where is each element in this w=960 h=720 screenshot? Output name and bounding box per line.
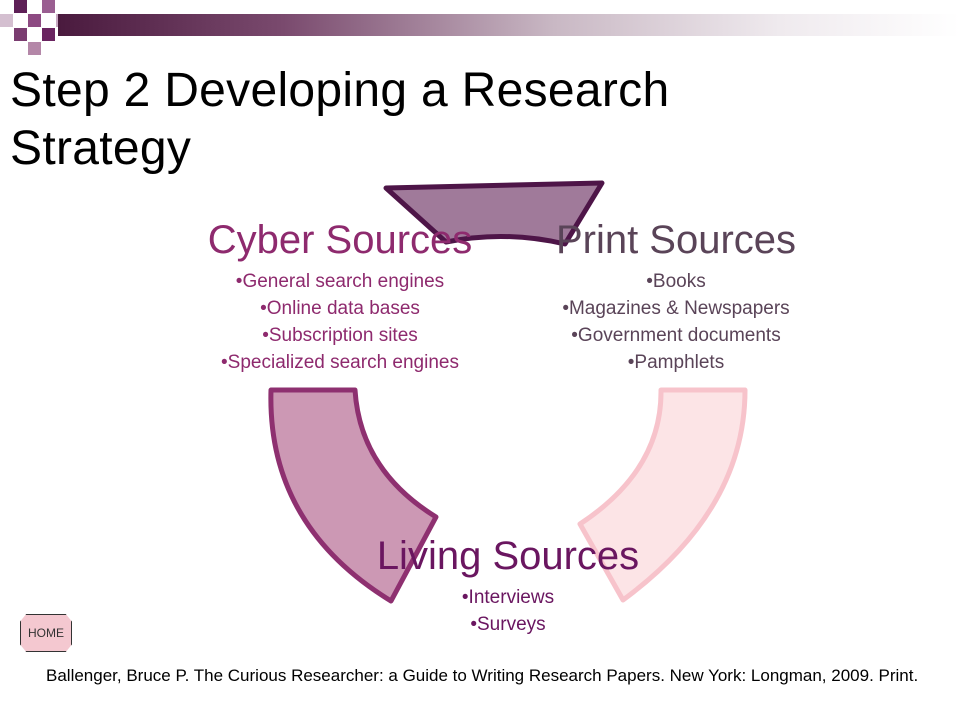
citation-text: Ballenger, Bruce P. The Curious Research… [46,666,919,685]
home-button[interactable]: HOME [20,614,72,652]
cyber-sources-list: •General search engines •Online data bas… [160,268,520,376]
left-arrow-shape [268,387,439,604]
list-item: •Pamphlets [627,352,725,373]
list-item: •General search engines [235,271,445,292]
list-item: •Magazines & Newspapers [562,298,790,319]
living-sources-title: Living Sources [376,534,640,578]
living-sources-list: •Interviews •Surveys [308,584,708,638]
header-bar [58,14,960,36]
print-sources-node: Print Sources •Books •Magazines & Newspa… [496,218,856,376]
list-item: •Government documents [571,325,781,346]
list-item: •Books [646,271,706,292]
list-item: •Interviews [461,587,555,608]
list-item: •Specialized search engines [221,352,459,373]
living-sources-node: Living Sources •Interviews •Surveys [308,534,708,638]
cyber-sources-title: Cyber Sources [207,218,473,262]
list-item: •Subscription sites [262,325,418,346]
list-item: •Online data bases [260,298,420,319]
print-sources-title: Print Sources [555,218,797,262]
cyber-sources-node: Cyber Sources •General search engines •O… [160,218,520,376]
right-arrow-shape [577,387,748,603]
slide-title: Step 2 Developing a Research Strategy [10,64,670,175]
top-arrow-shape [383,180,605,247]
print-sources-list: •Books •Magazines & Newspapers •Governme… [496,268,856,376]
list-item: •Surveys [470,614,546,635]
